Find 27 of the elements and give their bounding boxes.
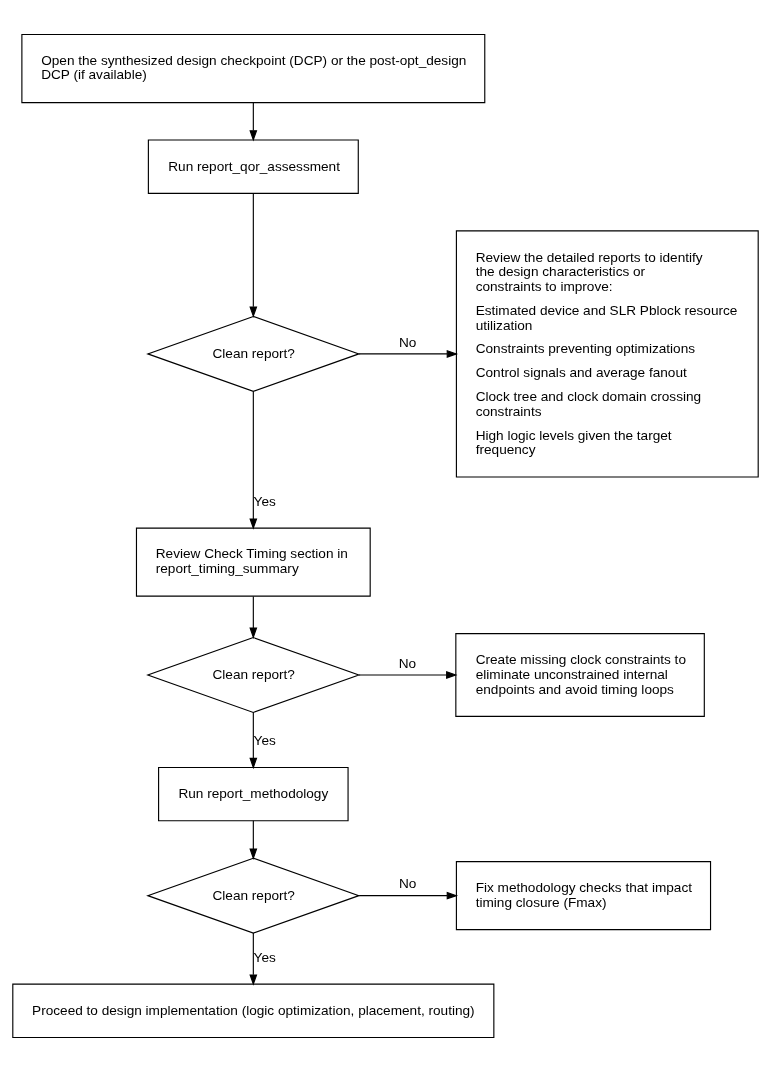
arrow [249, 390, 258, 530]
node-box: Create missing clock constraints to eliminate unconstrained internal endpoints and avoid timing loops [455, 633, 705, 717]
node-box: Fix methodology checks that impact timing closure (Fmax) [455, 861, 712, 931]
arrow [249, 193, 258, 318]
arrow [358, 671, 458, 679]
arrow [249, 711, 258, 770]
edge-label: Yes [253, 950, 276, 966]
node-diamond: Clean report? [146, 636, 361, 713]
node-diamond: Clean report? [146, 857, 361, 934]
arrow [249, 932, 258, 986]
node-box: Review Check Timing section in report_timing_summary [135, 527, 371, 597]
edge-label: No [398, 334, 417, 350]
edge-label: Yes [253, 494, 276, 510]
edge-label: No [398, 876, 417, 892]
node-box: Run report_qor_assessment [147, 139, 359, 194]
node-box: Review the detailed reports to identify the design characteristics or constraints to improve: Estimated device and SLR Pblock resource utilization Constraints preventing optimizations Control signals and average fanout Clock tree and clock domain crossing constraints High logic levels given the target frequency [455, 230, 759, 478]
arrow [249, 102, 258, 142]
arrow [249, 595, 258, 639]
arrow [358, 891, 459, 900]
node-box: Open the synthesized design checkpoint (DCP) or the post-opt_design DCP (if available) [21, 33, 486, 104]
node-box: Proceed to design implementation (logic optimization, placement, routing) [12, 983, 495, 1039]
edge-label: Yes [253, 733, 276, 749]
edge-label: No [398, 655, 417, 671]
arrow [358, 349, 459, 358]
arrow [249, 820, 258, 860]
node-box: Run report_methodology [158, 766, 349, 822]
node-diamond: Clean report? [146, 315, 361, 392]
